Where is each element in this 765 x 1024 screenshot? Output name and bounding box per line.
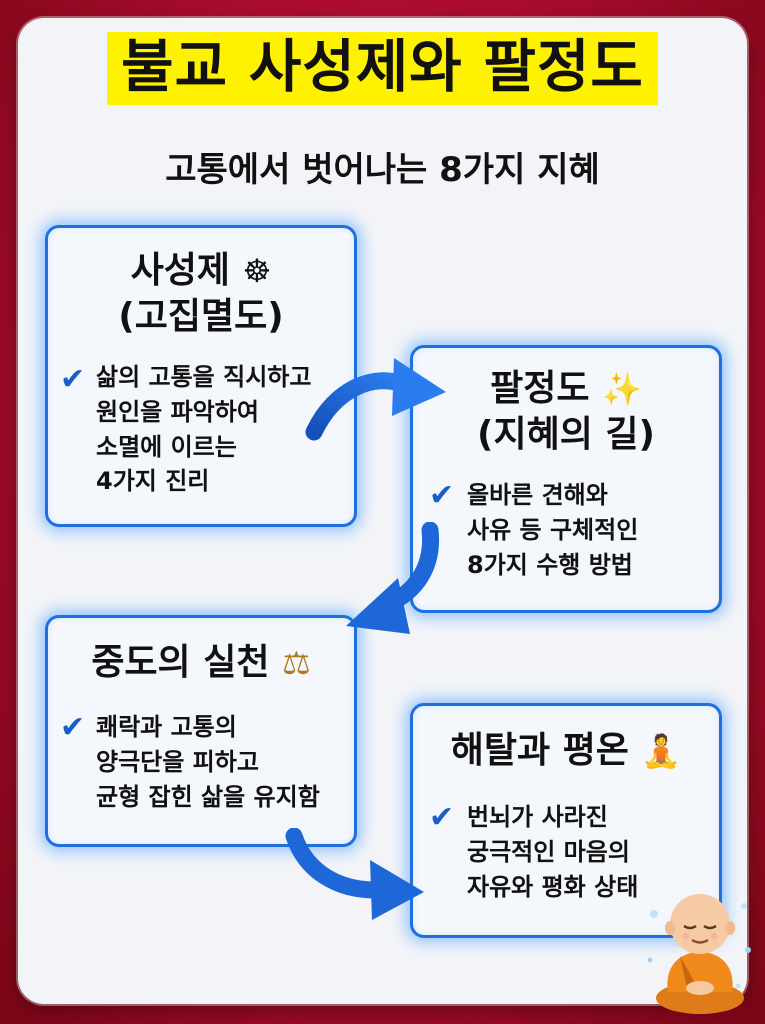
page-title: 불교 사성제와 팔정도	[107, 32, 658, 105]
card-title-subtext: (지혜의 길)	[477, 414, 655, 456]
check-icon: ✔	[60, 362, 86, 397]
card-title-text: 중도의 실천	[91, 642, 270, 683]
check-icon: ✔	[60, 710, 86, 745]
page-subtitle: 고통에서 벗어나는 8가지 지혜	[165, 150, 600, 190]
card-title: 사성제 ☸ (고집멸도)	[48, 228, 354, 340]
card-eightfold-path: 팔정도 ✨ (지혜의 길) ✔ 올바른 견해와 사유 등 구체적인 8가지 수행…	[410, 345, 722, 613]
card-line: 삶의 고통을 직시하고	[96, 363, 312, 391]
sparkles-icon: ✨	[602, 370, 642, 408]
meditation-icon: 🧘	[641, 732, 682, 770]
monk-illustration	[647, 894, 751, 1014]
card-description: 번뇌가 사라진 궁극적인 마음의 자유와 평화 상태	[467, 800, 638, 904]
dharma-wheel-icon: ☸	[242, 252, 272, 290]
check-icon: ✔	[429, 478, 455, 513]
card-description: 쾌락과 고통의 양극단을 피하고 균형 잡힌 삶을 유지함	[96, 710, 320, 814]
balance-scale-icon: ⚖	[282, 644, 311, 682]
card-title: 해탈과 평온 🧘	[413, 706, 719, 774]
card-title: 중도의 실천 ⚖	[48, 618, 354, 686]
arrow-right-curved-icon	[305, 358, 446, 441]
card-title-subtext: (고집멸도)	[118, 296, 284, 338]
arrow-down-left-curved-icon	[346, 522, 440, 634]
card-line: 균형 잡힌 삶을 유지함	[96, 782, 320, 811]
card-line: 원인을 파악하여	[96, 397, 259, 426]
card-description: 삶의 고통을 직시하고 원인을 파악하여 소멸에 이르는 4가지 진리	[96, 360, 311, 499]
card-line: 번뇌가 사라진	[467, 803, 608, 831]
card-title: 팔정도 ✨ (지혜의 길)	[413, 348, 719, 458]
card-line: 소멸에 이르는	[96, 432, 237, 461]
card-description: 올바른 견해와 사유 등 구체적인 8가지 수행 방법	[467, 478, 638, 582]
card-title-text: 해탈과 평온	[450, 730, 629, 771]
card-line: 쾌락과 고통의	[96, 713, 237, 741]
card-line: 자유와 평화 상태	[467, 872, 639, 901]
card-line: 양극단을 피하고	[96, 747, 259, 776]
card-line: 올바른 견해와	[467, 481, 608, 509]
card-title-text: 사성제	[130, 250, 231, 291]
card-four-noble-truths: 사성제 ☸ (고집멸도) ✔ 삶의 고통을 직시하고 원인을 파악하여 소멸에 …	[45, 225, 357, 527]
card-liberation: 해탈과 평온 🧘 ✔ 번뇌가 사라진 궁극적인 마음의 자유와 평화 상태	[410, 703, 722, 938]
card-line: 4가지 진리	[96, 467, 210, 496]
title-wrap: 불교 사성제와 팔정도	[0, 32, 765, 105]
card-line: 8가지 수행 방법	[467, 550, 633, 579]
card-line: 궁극적인 마음의	[467, 837, 630, 866]
check-icon: ✔	[429, 800, 455, 835]
arrow-down-right-curved-icon	[285, 828, 424, 920]
card-line: 사유 등 구체적인	[467, 515, 639, 544]
card-title-text: 팔정도	[490, 368, 590, 409]
card-middle-way: 중도의 실천 ⚖ ✔ 쾌락과 고통의 양극단을 피하고 균형 잡힌 삶을 유지함	[45, 615, 357, 847]
